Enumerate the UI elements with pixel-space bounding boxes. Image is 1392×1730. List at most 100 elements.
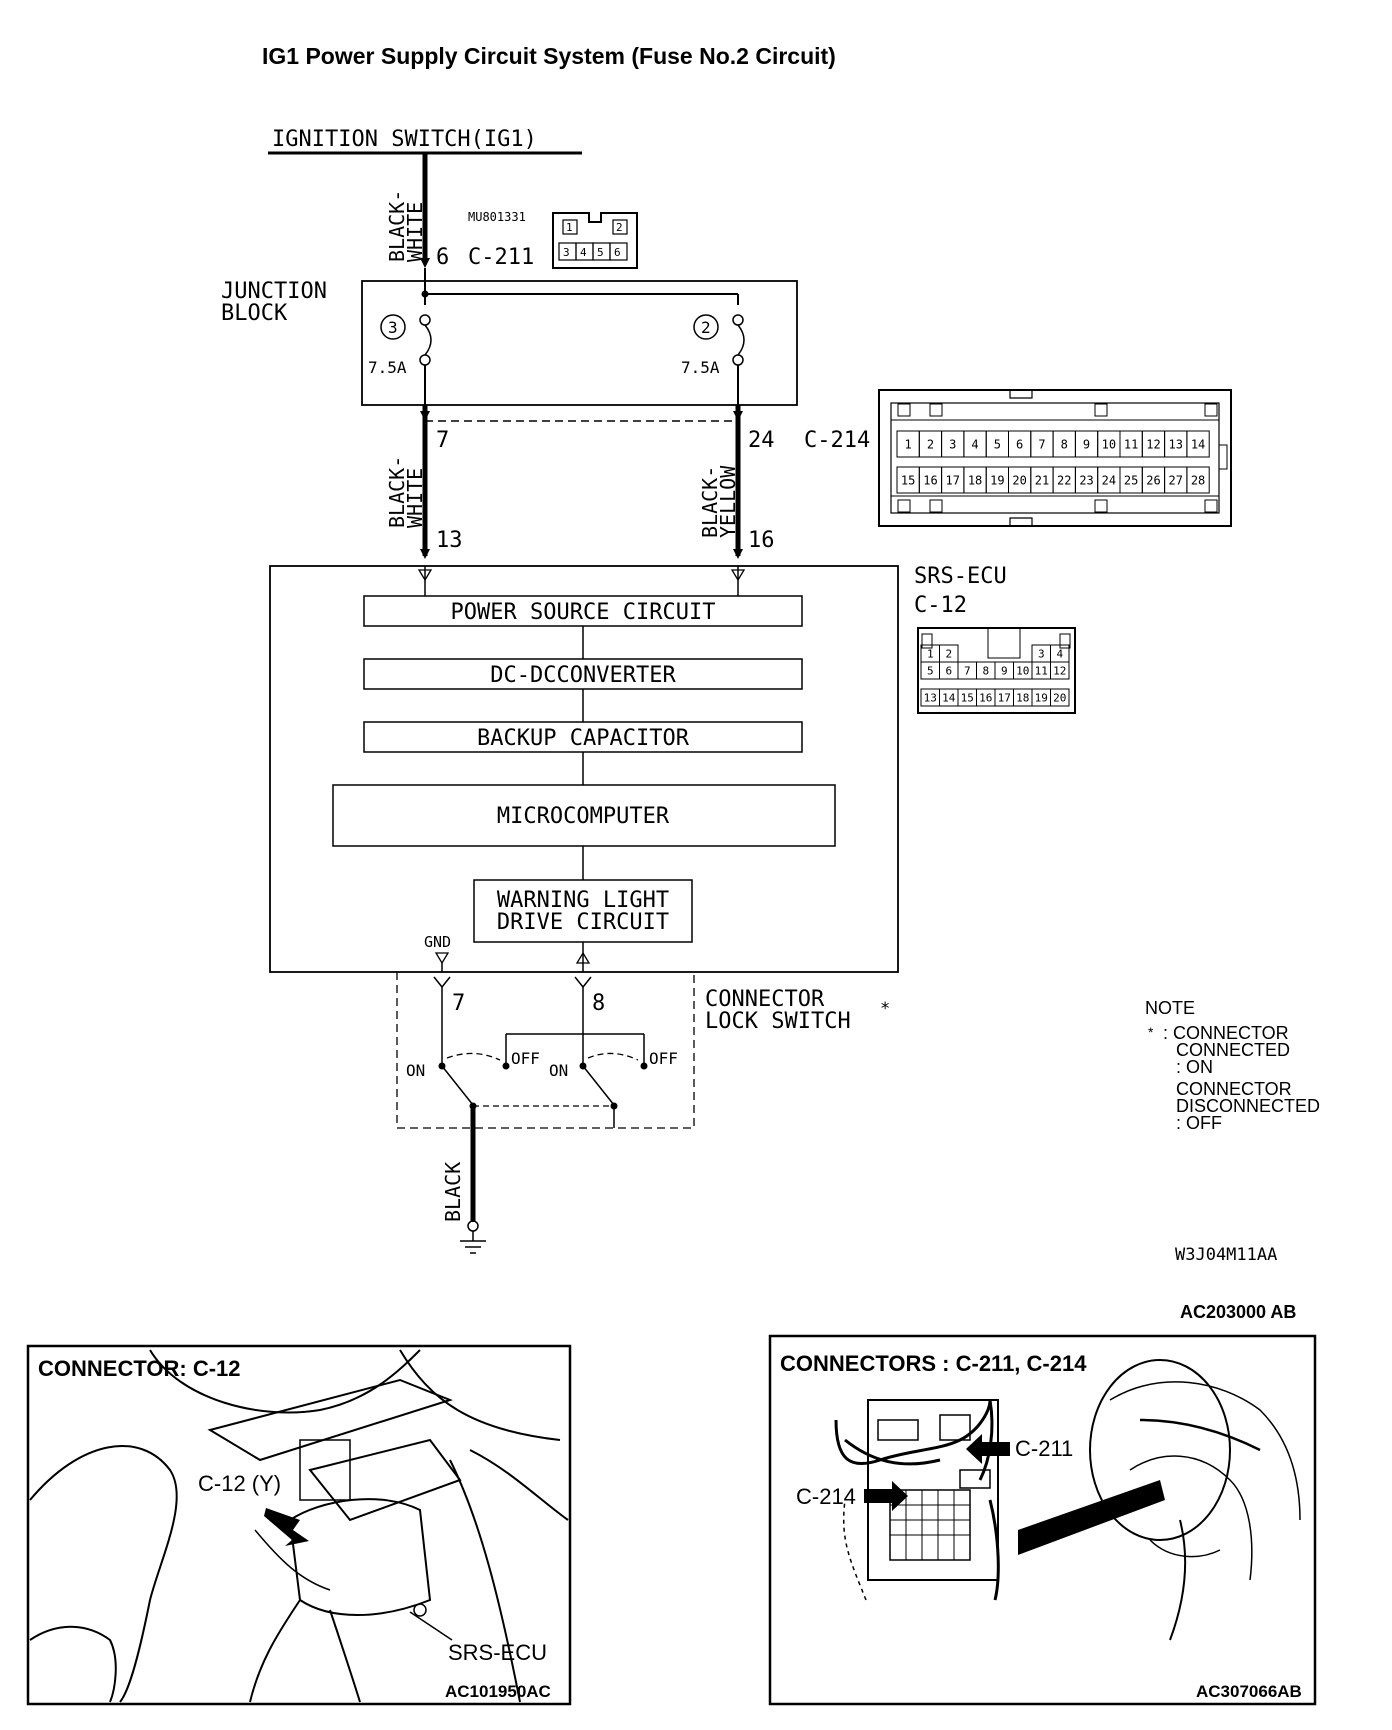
c214-pin: 9: [1074, 430, 1099, 458]
svg-text:11: 11: [1035, 664, 1048, 677]
svg-text:6: 6: [614, 246, 621, 259]
c12-pin: 3: [1031, 644, 1051, 663]
c12-pin: 8: [976, 661, 996, 680]
schematic: IGNITION SWITCH(IG1) BLACK- WHITE 6 C-21…: [221, 127, 1320, 1322]
svg-text:1: 1: [927, 647, 934, 660]
c12-pin: 11: [1031, 661, 1051, 680]
c214-pin: 8: [1052, 430, 1076, 458]
junction-block-label-2: BLOCK: [221, 301, 288, 326]
location-view-c12: CONNECTOR: C-12 C-12 (Y) SRS-ECU AC10195…: [26, 1344, 572, 1706]
c12-pin: 14: [939, 688, 959, 707]
c12-pin: 16: [976, 688, 996, 707]
fuse-3-rating: 7.5A: [368, 358, 407, 377]
c214-pin: 25: [1119, 466, 1143, 494]
svg-text:9: 9: [1083, 437, 1090, 451]
location-left-callout-connector: C-12 (Y): [198, 1471, 281, 1496]
note-line-6: : OFF: [1176, 1113, 1222, 1133]
switch-1-on-label: ON: [406, 1061, 425, 1080]
svg-text:25: 25: [1124, 473, 1138, 487]
c214-pin: 17: [941, 466, 965, 494]
c214-pin: 20: [1008, 466, 1032, 494]
ecu-input-13: [417, 569, 433, 582]
svg-text:23: 23: [1079, 473, 1093, 487]
svg-text:BLACK-: BLACK-: [385, 190, 409, 262]
c214-pin: 21: [1030, 466, 1054, 494]
c12-pin: 7: [957, 661, 977, 680]
svg-text:15: 15: [961, 691, 974, 704]
c12-pin: 15: [957, 688, 977, 707]
junction-block-label-1: JUNCTION: [221, 279, 327, 304]
switch-2-on-label: ON: [549, 1061, 568, 1080]
location-left-code: AC101950AC: [445, 1682, 551, 1701]
svg-text:WHITE: WHITE: [403, 468, 427, 528]
note-asterisk: *: [1148, 1024, 1154, 1040]
c214-pin: 18: [963, 466, 987, 494]
wire-arrow: [420, 258, 430, 268]
switch-1-off-label: OFF: [511, 1049, 540, 1068]
note-heading: NOTE: [1145, 998, 1195, 1018]
c214-pin: 3: [941, 430, 965, 458]
svg-text:1: 1: [905, 437, 912, 451]
c12-pin: 2: [939, 644, 959, 663]
wire-color-label-1: BLACK- WHITE: [385, 190, 427, 262]
svg-text:20: 20: [1012, 473, 1026, 487]
block-warning-light-label-2: DRIVE CIRCUIT: [497, 910, 669, 935]
location-left-heading: CONNECTOR: C-12: [38, 1356, 241, 1381]
zoom-wedge: [1018, 1480, 1165, 1555]
svg-text:14: 14: [942, 691, 956, 704]
svg-text:21: 21: [1035, 473, 1049, 487]
c214-pin: 1: [896, 430, 920, 458]
c211-connector-face: 1 2 3 4 5 6: [552, 212, 638, 269]
ground-symbol: [460, 1231, 486, 1254]
svg-text:8: 8: [1061, 437, 1068, 451]
svg-text:WHITE: WHITE: [403, 202, 427, 262]
pin-out-7-label: 7: [452, 991, 465, 1016]
svg-text:3: 3: [563, 246, 570, 259]
c211-pin-label: 6: [436, 245, 449, 270]
svg-text:1: 1: [566, 221, 573, 234]
pin-16-label: 16: [748, 528, 775, 553]
c214-pin: 23: [1074, 466, 1099, 494]
svg-text:24: 24: [1102, 473, 1116, 487]
gnd-label: GND: [424, 933, 451, 951]
srs-ecu-box: [269, 565, 899, 973]
svg-text:15: 15: [901, 473, 915, 487]
pin-7-label: 7: [436, 428, 449, 453]
c214-pin: 24: [1097, 466, 1121, 494]
c12-pin: 12: [1050, 661, 1070, 680]
svg-text:12: 12: [1146, 437, 1160, 451]
svg-text:6: 6: [945, 664, 952, 677]
svg-text:5: 5: [994, 437, 1001, 451]
fuse-2-number: 2: [701, 318, 711, 337]
svg-text:BLACK-: BLACK-: [385, 456, 409, 528]
pin-24-label: 24: [748, 428, 775, 453]
block-dc-dc-label: DC-DCCONVERTER: [490, 663, 676, 688]
svg-text:2: 2: [945, 647, 952, 660]
svg-text:18: 18: [1016, 691, 1029, 704]
c214-pin: 22: [1052, 466, 1076, 494]
svg-text:18: 18: [968, 473, 982, 487]
c214-pin: 13: [1164, 430, 1188, 458]
c12-pin: 19: [1031, 688, 1051, 707]
svg-text:4: 4: [971, 437, 978, 451]
pin-13-label: 13: [436, 528, 463, 553]
drawing-code: W3J04M11AA: [1175, 1245, 1277, 1265]
block-microcomputer-label: MICROCOMPUTER: [497, 804, 670, 829]
wire-color-label-2: BLACK- WHITE: [385, 456, 427, 528]
location-right-code: AC307066AB: [1196, 1682, 1302, 1701]
location-right-callout-c211: C-211: [1015, 1436, 1073, 1461]
svg-text:2: 2: [927, 437, 934, 451]
svg-text:12: 12: [1053, 664, 1066, 677]
ignition-switch-label: IGNITION SWITCH(IG1): [272, 127, 537, 152]
block-power-source-label: POWER SOURCE CIRCUIT: [451, 600, 716, 625]
location-right-heading: CONNECTORS : C-211, C-214: [780, 1351, 1087, 1376]
svg-text:8: 8: [982, 664, 989, 677]
svg-text:5: 5: [597, 246, 604, 259]
fuse-3: [380, 314, 432, 366]
wire-color-label-black: BLACK: [441, 1162, 465, 1222]
srs-ecu-label: SRS-ECU: [914, 564, 1007, 589]
location-view-c211-c214: CONNECTORS : C-211, C-214 C-211 C-214 AC…: [768, 1334, 1317, 1706]
c214-pin: 28: [1186, 466, 1210, 494]
